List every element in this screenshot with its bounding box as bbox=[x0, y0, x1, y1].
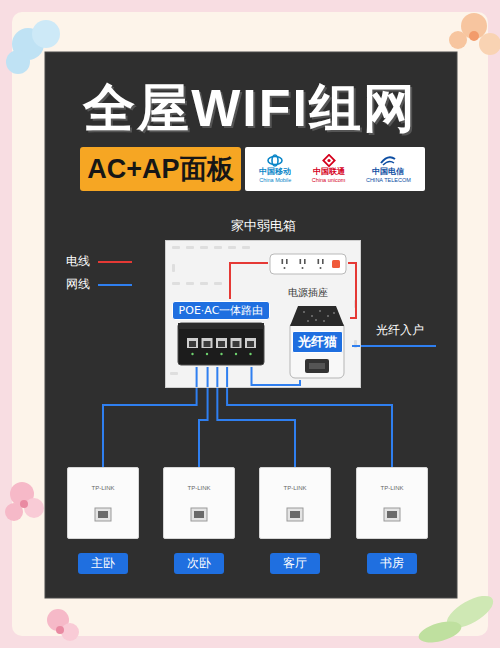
logo-icon bbox=[266, 154, 284, 167]
ap-brand-holder: TP-LINK bbox=[260, 475, 330, 494]
ap-port-symbol bbox=[164, 468, 234, 538]
dark-panel bbox=[45, 52, 457, 598]
weak-box-fill bbox=[165, 240, 361, 388]
box-heading: 家中弱电箱 bbox=[231, 218, 296, 233]
weak-current-box: 电源插座POE·AC一体路由光纤猫家中弱电箱 bbox=[165, 240, 361, 388]
router-label-holder: POE·AC一体路由 bbox=[160, 299, 282, 320]
legend-line bbox=[98, 261, 132, 263]
title-holder: 全屋WIFI组网 bbox=[0, 74, 500, 144]
room-label-holder: 客厅 bbox=[240, 552, 350, 574]
power-label-holder: 电源插座 bbox=[268, 281, 348, 300]
optical-modem: 光纤猫 bbox=[284, 304, 350, 380]
fiber-line bbox=[352, 345, 436, 347]
router-label: POE·AC一体路由 bbox=[172, 301, 271, 320]
carrier-name: 中国电信 bbox=[372, 167, 404, 177]
room-label: 客厅 bbox=[270, 553, 320, 574]
logo-icon bbox=[379, 154, 397, 167]
ap-brand: TP-LINK bbox=[283, 485, 306, 491]
carrier-name: 中国移动 bbox=[259, 167, 291, 177]
ap-panel: TP-LINK次卧 bbox=[163, 467, 235, 539]
note-label: 光纤入户 bbox=[376, 323, 424, 337]
carrier-name: 中国联通 bbox=[313, 167, 345, 177]
ap-port-symbol bbox=[68, 468, 138, 538]
ap-port-symbol bbox=[357, 468, 427, 538]
network-cable bbox=[217, 367, 295, 467]
label-holder: 光纤入户 bbox=[376, 319, 424, 339]
ap-brand-holder: TP-LINK bbox=[68, 475, 138, 494]
modem-label-holder: 光纤猫 bbox=[284, 331, 350, 353]
ap-panel: TP-LINK客厅 bbox=[259, 467, 331, 539]
ap-port-symbol bbox=[260, 468, 330, 538]
legend-text: 电线 bbox=[66, 253, 90, 270]
flower-decoration bbox=[449, 13, 500, 55]
room-label-holder: 主卧 bbox=[48, 552, 158, 574]
network-cable bbox=[199, 367, 208, 467]
carrier-name-en: CHINA TELECOM bbox=[366, 177, 411, 184]
box-heading-holder: 家中弱电箱 bbox=[165, 215, 361, 235]
carrier-name-en: China unicom bbox=[312, 177, 346, 184]
room-label: 次卧 bbox=[174, 553, 224, 574]
legend-text: 网线 bbox=[66, 276, 90, 293]
carrier-name-en: China Mobile bbox=[259, 177, 291, 184]
power-strip: 电源插座 bbox=[268, 252, 348, 298]
ap-brand-holder: TP-LINK bbox=[357, 475, 427, 494]
ap-brand: TP-LINK bbox=[187, 485, 210, 491]
legend-item: 电线 bbox=[66, 253, 132, 270]
legend-item: 网线 bbox=[66, 276, 132, 293]
ap-panel: TP-LINK书房 bbox=[356, 467, 428, 539]
product-tag: AC+AP面板 bbox=[80, 147, 241, 191]
network-cable bbox=[103, 367, 197, 467]
ap-brand-holder: TP-LINK bbox=[164, 475, 234, 494]
carrier-logo: 中国联通China unicom bbox=[312, 154, 346, 184]
tag-text: AC+AP面板 bbox=[87, 151, 233, 187]
ap-brand: TP-LINK bbox=[91, 485, 114, 491]
modem-label: 光纤猫 bbox=[292, 331, 343, 353]
legend-line bbox=[98, 284, 132, 286]
room-label: 主卧 bbox=[78, 553, 128, 574]
power-label: 电源插座 bbox=[288, 287, 328, 298]
carrier-logos: 中国移动China Mobile 中国联通China unicom 中国电信CHIN… bbox=[245, 147, 425, 191]
power-cable bbox=[230, 263, 268, 299]
ap-panel: TP-LINK主卧 bbox=[67, 467, 139, 539]
room-label-holder: 书房 bbox=[337, 552, 447, 574]
router-symbol bbox=[160, 321, 282, 367]
room-label: 书房 bbox=[367, 553, 417, 574]
title: 全屋WIFI组网 bbox=[83, 79, 417, 137]
power-strip-symbol bbox=[269, 252, 347, 276]
poe-router: POE·AC一体路由 bbox=[160, 299, 282, 367]
ap-brand: TP-LINK bbox=[380, 485, 403, 491]
legend: 电线网线 bbox=[66, 253, 132, 299]
carrier-logo: 中国移动China Mobile bbox=[259, 154, 291, 184]
network-cable bbox=[227, 367, 392, 467]
carrier-logo: 中国电信CHINA TELECOM bbox=[366, 154, 411, 184]
logo-icon bbox=[320, 154, 338, 167]
room-label-holder: 次卧 bbox=[144, 552, 254, 574]
power-cable bbox=[348, 263, 356, 318]
inner-ground bbox=[12, 12, 488, 636]
